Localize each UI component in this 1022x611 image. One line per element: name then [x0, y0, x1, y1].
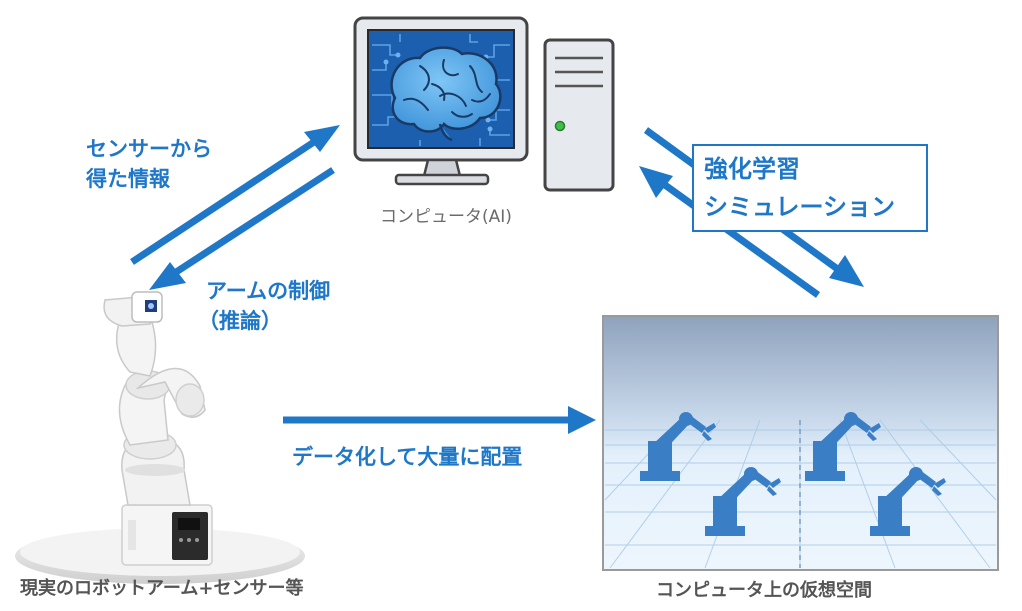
computer-ai-caption: コンピュータ(AI): [380, 207, 512, 227]
real-robot-caption: 現実のロボットアーム+センサー等: [20, 578, 304, 599]
arrow-sensor-to-computer: [130, 125, 340, 265]
arm-control-label: アームの制御 （推論）: [198, 279, 331, 333]
computer-with-brain-icon: [353, 16, 615, 192]
rl-simulation-box: 強化学習 シミュレーション: [692, 144, 928, 232]
arrow-real-to-virtual: [283, 406, 596, 434]
industrial-robot-icon: [640, 412, 946, 536]
robot-arm-icon: [15, 291, 305, 584]
data-deploy-label: データ化して大量に配置: [292, 445, 523, 469]
arrow-computer-to-robot: [149, 167, 335, 290]
brain-icon: [390, 46, 502, 142]
sensor-info-label: センサーから 得た情報: [86, 137, 212, 191]
arrow-virtual-to-computer: [639, 166, 821, 298]
virtual-space-caption: コンピュータ上の仮想空間: [656, 580, 872, 601]
